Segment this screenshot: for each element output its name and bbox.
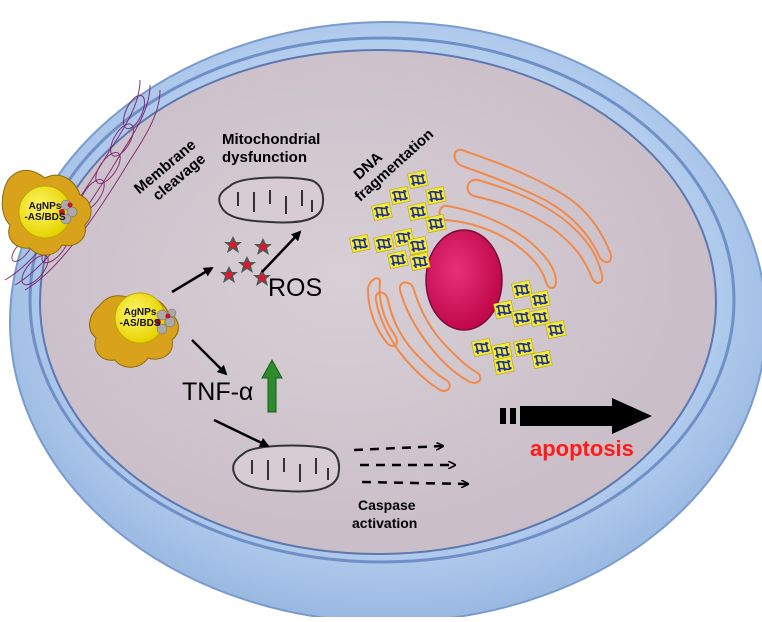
dna-fragment-icon bbox=[425, 213, 447, 234]
dna-fragment-icon bbox=[389, 185, 411, 206]
nucleus-icon bbox=[425, 229, 503, 331]
ros-label: ROS bbox=[268, 274, 323, 302]
cell-membrane-rim bbox=[28, 36, 736, 564]
mitochondrion-icon bbox=[232, 444, 341, 493]
dna-fragment-icon bbox=[491, 341, 513, 362]
np2-line2: -AS/BDS bbox=[119, 318, 161, 329]
dna-fragment-icon bbox=[407, 169, 429, 190]
dna-fragment-icon bbox=[511, 307, 533, 328]
np1-line1: AgNPs bbox=[28, 201, 62, 212]
mito-dysfunction-line1: Mitochondrial bbox=[222, 131, 321, 148]
endoplasmic-reticulum-icon bbox=[366, 148, 612, 392]
mito-dysfunction-line2: dysfunction bbox=[222, 149, 307, 166]
dna-fragment-icon bbox=[387, 249, 409, 270]
pathway-arrows bbox=[171, 230, 302, 448]
dna-fragment-icon bbox=[373, 233, 395, 254]
dna-fragment-icon bbox=[493, 299, 515, 320]
dna-fragment-icon bbox=[511, 279, 533, 300]
dna-fragment-icon bbox=[425, 185, 447, 206]
dna-fragment-icon bbox=[531, 349, 553, 370]
dna-fragment-icon bbox=[493, 355, 515, 376]
caspase-activation-line1: Caspase bbox=[358, 497, 416, 513]
caspase-dashed-arrows bbox=[353, 446, 468, 484]
apoptosis-label: apoptosis bbox=[530, 436, 634, 461]
ros-star-icon bbox=[220, 236, 272, 286]
dna-fragment-icon bbox=[471, 337, 493, 358]
nanoparticle-label-membrane: AgNPs -AS/BDS bbox=[17, 201, 73, 223]
dna-fragment-icon bbox=[407, 235, 429, 256]
apoptosis-arrow-icon bbox=[500, 398, 652, 434]
nanoparticle-label-cytoplasm: AgNPs -AS/BDS bbox=[112, 307, 168, 329]
dna-fragment-icon bbox=[513, 337, 535, 358]
up-arrow-icon bbox=[261, 358, 283, 413]
np1-line2: -AS/BDS bbox=[24, 212, 66, 223]
dna-fragment-icon bbox=[545, 319, 567, 340]
dna-fragment-icon bbox=[349, 233, 371, 254]
mitochondrion-icon bbox=[218, 176, 325, 224]
cytoplasm bbox=[39, 49, 717, 555]
dna-fragment-icon bbox=[529, 307, 551, 328]
nanoparticle-icon bbox=[1, 169, 92, 256]
np2-line1: AgNPs bbox=[123, 307, 157, 318]
tnf-label: TNF-α bbox=[182, 378, 254, 406]
dna-fragments bbox=[349, 169, 567, 376]
dna-fragment-icon bbox=[529, 289, 551, 310]
caspase-activation-label: Caspase activation bbox=[352, 496, 417, 532]
caspase-activation-line2: activation bbox=[352, 515, 418, 531]
dna-fragment-icon bbox=[407, 201, 429, 222]
dna-fragment-icon bbox=[409, 251, 431, 272]
mito-dysfunction-label: Mitochondrial dysfunction bbox=[222, 131, 320, 167]
nanoparticle-icon bbox=[89, 292, 179, 368]
dna-fragment-icon bbox=[371, 201, 393, 222]
